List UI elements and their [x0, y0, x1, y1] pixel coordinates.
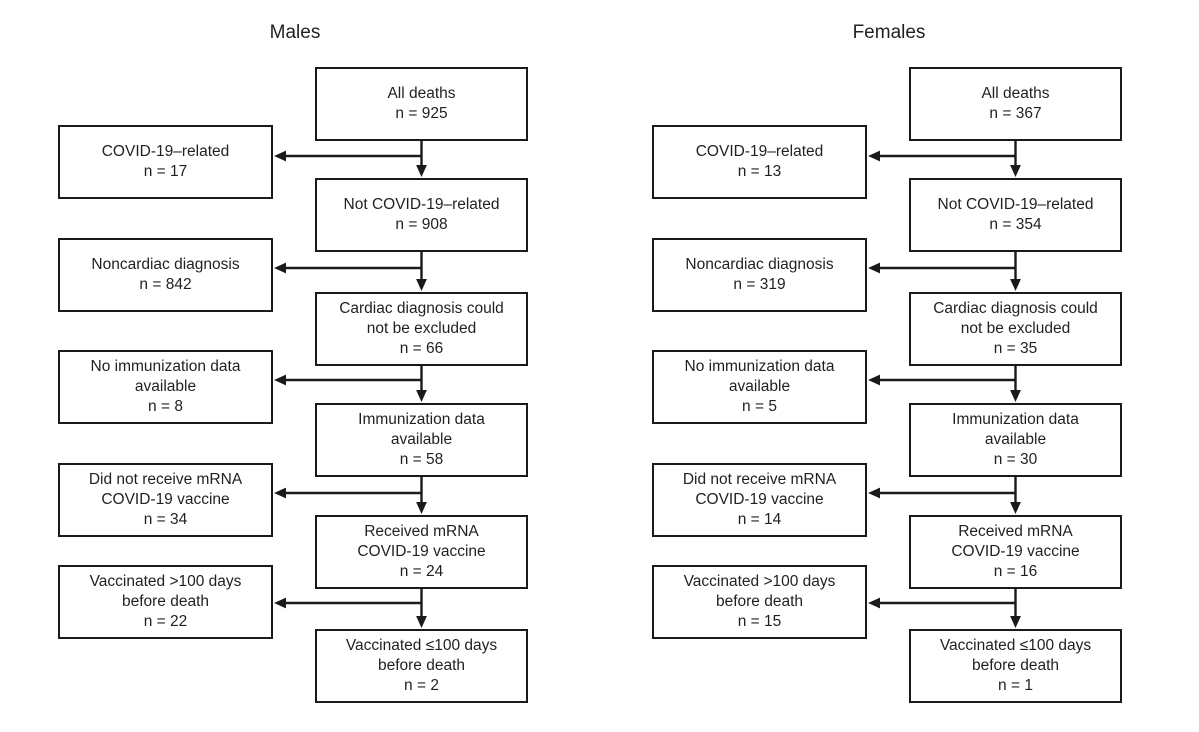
box-label: Vaccinated ≤100 days before death — [345, 637, 498, 674]
box-label: Noncardiac diagnosis — [91, 256, 240, 273]
box-count: n = 58 — [399, 451, 444, 468]
box-count: n = 14 — [737, 511, 782, 528]
box-count: n = 15 — [737, 613, 782, 630]
flow-box-received-vaccine: Received mRNA COVID-19 vaccine n = 24 — [315, 515, 528, 589]
box-label: Cardiac diagnosis could not be excluded — [933, 300, 1098, 337]
flow-box-not-covid-related: Not COVID-19–related n = 908 — [315, 178, 528, 252]
box-label: No immunization data available — [90, 358, 241, 395]
box-label: Vaccinated >100 days before death — [683, 573, 836, 610]
flow-box-vaccinated-within-100-days: Vaccinated ≤100 days before death n = 2 — [315, 629, 528, 703]
box-label: All deaths — [387, 85, 456, 102]
box-label: Immunization data available — [358, 411, 485, 448]
flow-box-immunization-available: Immunization data available n = 30 — [909, 403, 1122, 477]
box-count: n = 367 — [989, 105, 1042, 122]
box-count: n = 354 — [989, 216, 1042, 233]
box-count: n = 66 — [399, 340, 444, 357]
males-diagram: Males — [58, 22, 528, 703]
box-count: n = 925 — [395, 105, 448, 122]
box-label: Vaccinated ≤100 days before death — [939, 637, 1092, 674]
box-count: n = 24 — [399, 563, 444, 580]
box-count: n = 13 — [737, 163, 782, 180]
box-count: n = 22 — [143, 613, 188, 630]
diagram-title-males: Males — [269, 22, 321, 43]
flow-box-vaccinated-over-100-days: Vaccinated >100 days before death n = 22 — [58, 565, 273, 639]
flow-box-received-vaccine: Received mRNA COVID-19 vaccine n = 16 — [909, 515, 1122, 589]
flow-arrows — [868, 141, 1021, 628]
diagram-title-females: Females — [852, 22, 926, 43]
box-label: All deaths — [981, 85, 1050, 102]
flow-box-immunization-available: Immunization data available n = 58 — [315, 403, 528, 477]
females-diagram: Females — [594, 0, 1194, 732]
flow-box-cardiac-not-excluded: Cardiac diagnosis could not be excluded … — [315, 292, 528, 366]
flow-box-cardiac-not-excluded: Cardiac diagnosis could not be excluded … — [909, 292, 1122, 366]
flow-box-vaccinated-over-100-days: Vaccinated >100 days before death n = 15 — [652, 565, 867, 639]
box-label: Noncardiac diagnosis — [685, 256, 834, 273]
box-label: Not COVID-19–related — [937, 196, 1094, 213]
box-count: n = 2 — [404, 677, 439, 694]
flow-box-all-deaths: All deaths n = 367 — [909, 67, 1122, 141]
flow-box-covid-related: COVID-19–related n = 13 — [652, 125, 867, 199]
box-label: Did not receive mRNA COVID-19 vaccine — [682, 471, 837, 508]
box-label: Received mRNA COVID-19 vaccine — [951, 523, 1080, 560]
box-count: n = 30 — [993, 451, 1038, 468]
box-count: n = 319 — [733, 276, 786, 293]
box-label: COVID-19–related — [695, 143, 824, 160]
box-label: Cardiac diagnosis could not be excluded — [339, 300, 504, 337]
flow-box-noncardiac-diagnosis: Noncardiac diagnosis n = 842 — [58, 238, 273, 312]
box-count: n = 908 — [395, 216, 448, 233]
flow-box-vaccinated-within-100-days: Vaccinated ≤100 days before death n = 1 — [909, 629, 1122, 703]
box-count: n = 16 — [993, 563, 1038, 580]
box-label: Did not receive mRNA COVID-19 vaccine — [88, 471, 243, 508]
box-label: Not COVID-19–related — [343, 196, 500, 213]
flow-box-did-not-receive-vaccine: Did not receive mRNA COVID-19 vaccine n … — [58, 463, 273, 537]
box-label: No immunization data available — [684, 358, 835, 395]
box-count: n = 17 — [143, 163, 188, 180]
box-count: n = 5 — [742, 398, 777, 415]
box-count: n = 8 — [148, 398, 183, 415]
flow-arrows — [274, 141, 427, 628]
box-label: Received mRNA COVID-19 vaccine — [357, 523, 486, 560]
box-label: Immunization data available — [952, 411, 1079, 448]
box-count: n = 842 — [139, 276, 192, 293]
flow-box-not-covid-related: Not COVID-19–related n = 354 — [909, 178, 1122, 252]
flow-box-covid-related: COVID-19–related n = 17 — [58, 125, 273, 199]
flow-box-no-immunization-data: No immunization data available n = 8 — [58, 350, 273, 424]
box-count: n = 35 — [993, 340, 1038, 357]
flow-box-noncardiac-diagnosis: Noncardiac diagnosis n = 319 — [652, 238, 867, 312]
box-label: COVID-19–related — [101, 143, 230, 160]
flow-box-all-deaths: All deaths n = 925 — [315, 67, 528, 141]
box-count: n = 1 — [998, 677, 1033, 694]
box-label: Vaccinated >100 days before death — [89, 573, 242, 610]
flow-box-no-immunization-data: No immunization data available n = 5 — [652, 350, 867, 424]
box-count: n = 34 — [143, 511, 188, 528]
flow-box-did-not-receive-vaccine: Did not receive mRNA COVID-19 vaccine n … — [652, 463, 867, 537]
